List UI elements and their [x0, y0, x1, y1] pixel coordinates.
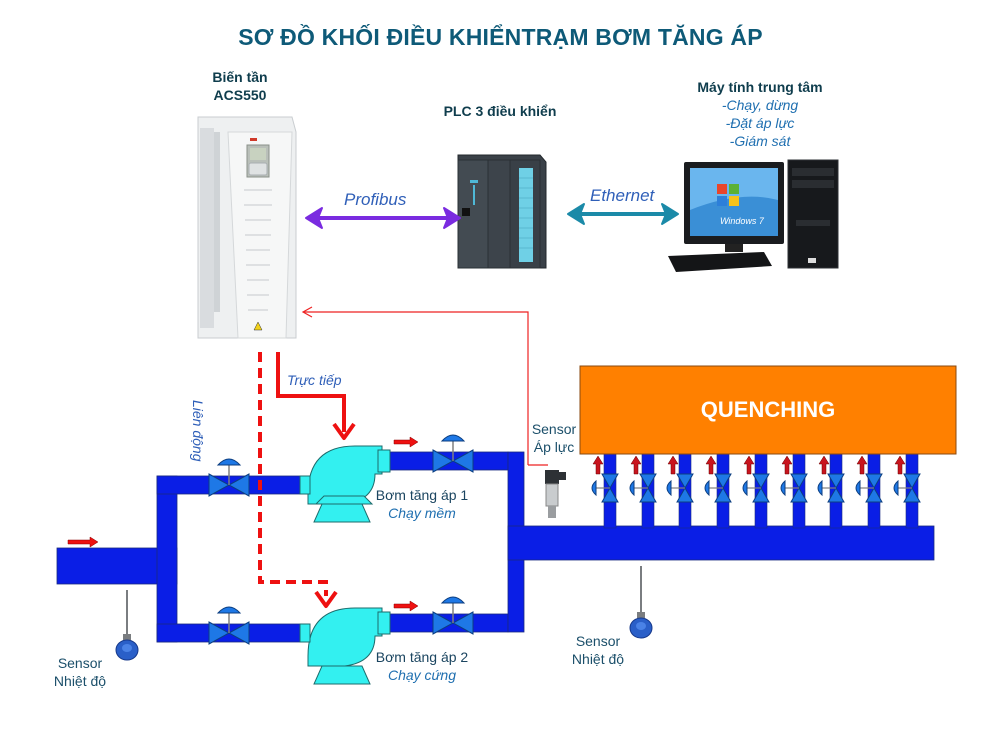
- pressure-sensor-label-line2: Áp lực: [533, 439, 575, 455]
- pressure-sensor-label-line1: Sensor: [531, 421, 577, 437]
- computer-function-3: -Giám sát: [729, 133, 791, 149]
- central-computer[interactable]: Windows 7: [668, 159, 839, 272]
- temp-sensor-inlet-label-line2: Nhiệt độ: [53, 673, 107, 689]
- branch-valve[interactable]: [742, 473, 770, 503]
- temp-sensor-outlet-label-line1: Sensor: [575, 633, 621, 649]
- pressure-sensor-label: Sensor Áp lực: [524, 420, 584, 456]
- quenching-branch: [629, 453, 657, 529]
- valve-outlet-1[interactable]: [432, 434, 474, 473]
- quenching-branches: [591, 453, 921, 529]
- pump-2-mode: Chạy cứng: [387, 667, 457, 683]
- branch-valve[interactable]: [704, 473, 732, 503]
- quenching-branch: [591, 453, 619, 529]
- pump-1-mode: Chạy mềm: [388, 505, 456, 521]
- computer-function-2: -Đặt áp lực: [725, 115, 795, 131]
- computer-label: Máy tính trung tâm: [697, 79, 823, 95]
- diagram-title: SƠ ĐỒ KHỐI ĐIỀU KHIỂNTRẠM BƠM TĂNG ÁP: [238, 24, 763, 50]
- pump-1-label: Bơm tăng áp 1 Chạy mềm: [362, 486, 482, 522]
- pump-2[interactable]: [299, 607, 391, 685]
- quenching-branch: [780, 453, 808, 529]
- temp-sensor-outlet-label-line2: Nhiệt độ: [571, 651, 625, 667]
- vfd-device[interactable]: [197, 116, 297, 339]
- flow-up-arrow-icon: [856, 455, 868, 475]
- pressure-sensor[interactable]: [545, 470, 566, 518]
- pump-2-label: Bơm tăng áp 2 Chạy cứng: [362, 648, 482, 684]
- windows-logo-icon: [717, 184, 739, 206]
- branch-valve[interactable]: [591, 473, 619, 503]
- branch-valve[interactable]: [629, 473, 657, 503]
- quenching-branch: [855, 453, 883, 529]
- pressure-feedback-line: [301, 306, 548, 466]
- quenching-branch: [742, 453, 770, 529]
- profibus-arrow: [305, 207, 461, 229]
- profibus-label: Profibus: [344, 190, 407, 209]
- quenching-branch: [666, 453, 694, 529]
- direct-control-label: Trực tiếp: [287, 372, 342, 388]
- quenching-branch: [817, 453, 845, 529]
- branch-valve[interactable]: [893, 473, 921, 503]
- temp-sensor-inlet[interactable]: [115, 590, 139, 661]
- ethernet-label: Ethernet: [590, 186, 655, 205]
- temp-sensor-outlet-label: Sensor Nhiệt độ: [566, 632, 630, 668]
- flow-up-arrow-icon: [818, 455, 830, 475]
- plc-label: PLC 3 điều khiển: [443, 103, 557, 119]
- valve-inlet-1[interactable]: [208, 458, 250, 497]
- direct-control-line: [276, 352, 356, 440]
- quenching-branch: [893, 453, 921, 529]
- quenching-branch: [704, 453, 732, 529]
- branch-valve[interactable]: [817, 473, 845, 503]
- temp-sensor-outlet[interactable]: [629, 566, 653, 639]
- interlock-label: Liên động: [190, 400, 206, 462]
- computer-function-1: -Chạy, dừng: [721, 97, 799, 113]
- quenching-box[interactable]: [579, 365, 957, 455]
- branch-valve[interactable]: [666, 473, 694, 503]
- branch-valve[interactable]: [855, 473, 883, 503]
- flow-up-arrow-icon: [743, 455, 755, 475]
- vfd-label-line2: ACS550: [213, 87, 267, 103]
- valve-outlet-2[interactable]: [432, 596, 474, 635]
- flow-up-arrow-icon: [781, 455, 793, 475]
- computer-label-block: Máy tính trung tâm -Chạy, dừng -Đặt áp l…: [660, 78, 860, 150]
- flow-up-arrow-icon: [592, 455, 604, 475]
- branch-valve[interactable]: [780, 473, 808, 503]
- pipe-network: [56, 451, 935, 643]
- temp-sensor-inlet-label-line1: Sensor: [57, 655, 103, 671]
- screen-text: Windows 7: [720, 216, 765, 226]
- valve-inlet-2[interactable]: [208, 606, 250, 645]
- flow-up-arrow-icon: [630, 455, 642, 475]
- pump-2-name: Bơm tăng áp 2: [375, 649, 469, 665]
- plc-device[interactable]: [457, 154, 547, 269]
- ethernet-arrow: [567, 203, 679, 225]
- pump-1-name: Bơm tăng áp 1: [375, 487, 469, 503]
- flow-up-arrow-icon: [705, 455, 717, 475]
- pump-1[interactable]: [299, 445, 391, 523]
- interlock-control-line: [258, 352, 338, 608]
- flow-arrows: [67, 436, 419, 612]
- vfd-label-line1: Biến tần: [212, 69, 268, 85]
- flow-up-arrow-icon: [667, 455, 679, 475]
- flow-up-arrow-icon: [894, 455, 906, 475]
- vfd-label: Biến tần ACS550: [180, 68, 300, 104]
- temp-sensor-inlet-label: Sensor Nhiệt độ: [48, 654, 112, 690]
